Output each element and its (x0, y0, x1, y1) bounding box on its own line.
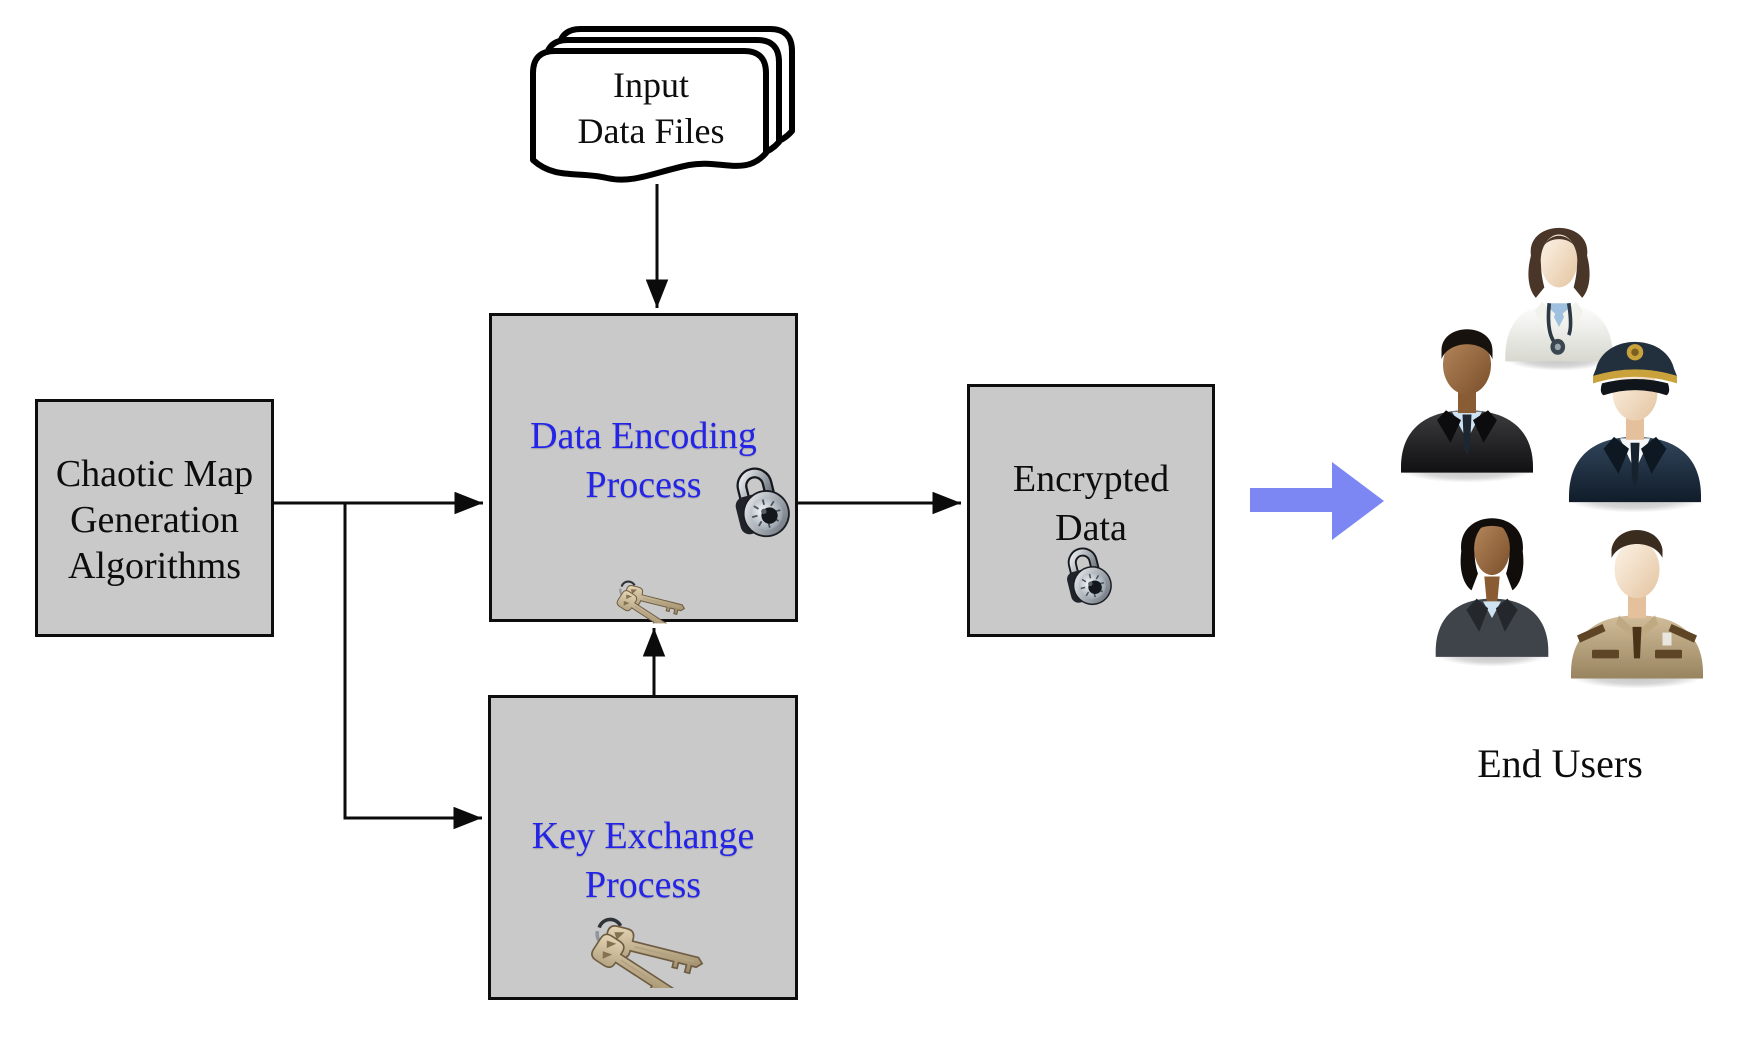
avatar-businesswoman (1435, 518, 1549, 667)
input-files-line1: Input (613, 65, 689, 105)
node-data-encoding-process: Data Encoding Process (489, 313, 798, 622)
keys-icon (586, 908, 712, 988)
input-files-line2: Data Files (577, 111, 725, 151)
flow-arrow-icon (1250, 462, 1384, 540)
encoding-label: Data Encoding Process (530, 415, 757, 506)
avatar-pilot (1567, 341, 1703, 513)
padlock-icon (732, 462, 790, 542)
avatar-businessman (1399, 329, 1535, 483)
keys-icon (614, 574, 690, 624)
node-key-exchange-process: Key Exchange Process (488, 695, 798, 1000)
padlock-icon (1064, 539, 1112, 613)
key-exchange-label: Key Exchange Process (531, 815, 755, 906)
encrypted-label: Encrypted Data (1012, 458, 1170, 549)
chaotic-label: Chaotic Map Generation Algorithms (55, 453, 254, 587)
end-users-label: End Users (1477, 741, 1643, 786)
input-data-files-label: Input Data Files (533, 62, 769, 154)
document-stack-icon (530, 26, 795, 183)
avatar-doctor (1505, 227, 1613, 371)
node-chaotic-map-generation-algorithms: Chaotic Map Generation Algorithms (35, 399, 274, 637)
arrow-chaotic-to-key-exchange (343, 503, 482, 830)
node-encrypted-data: Encrypted Data (967, 384, 1215, 637)
avatar-security-officer (1569, 529, 1705, 689)
